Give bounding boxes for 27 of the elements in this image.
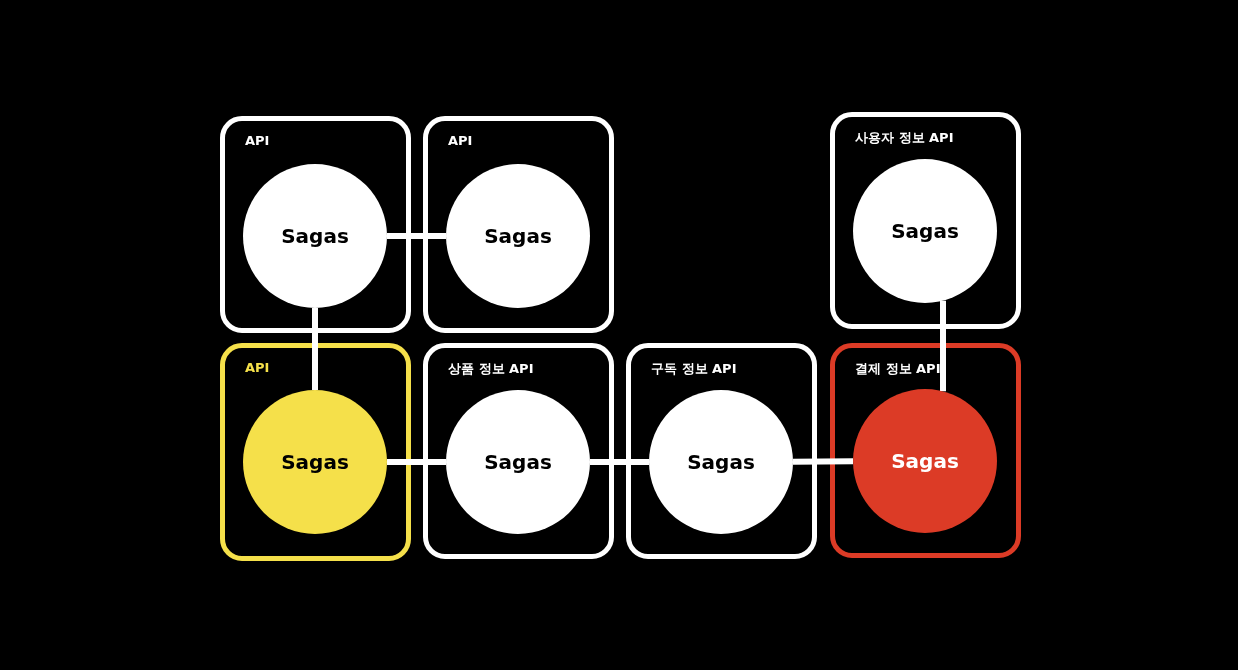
connector-line xyxy=(590,459,649,465)
box-heading: 사용자 정보 API xyxy=(855,129,954,147)
box-heading: 결제 정보 API xyxy=(855,360,941,378)
api-box xyxy=(220,116,411,333)
saga-circle: Sagas xyxy=(649,390,793,534)
connector-line xyxy=(792,458,854,465)
connector-line xyxy=(940,300,946,392)
api-box xyxy=(423,343,614,559)
saga-circle: Sagas xyxy=(243,390,387,534)
box-heading: API xyxy=(245,360,270,375)
api-box xyxy=(423,116,614,333)
api-box xyxy=(830,112,1021,329)
connector-line xyxy=(387,233,446,239)
api-box xyxy=(220,343,411,561)
box-heading: API xyxy=(245,133,270,148)
saga-circle: Sagas xyxy=(446,164,590,308)
connector-line xyxy=(387,459,446,465)
saga-circle: Sagas xyxy=(446,390,590,534)
saga-circle: Sagas xyxy=(853,389,997,533)
api-box xyxy=(626,343,817,559)
connector-line xyxy=(312,308,318,390)
api-box xyxy=(830,343,1021,558)
saga-circle: Sagas xyxy=(243,164,387,308)
box-heading: 구독 정보 API xyxy=(651,360,737,378)
saga-circle: Sagas xyxy=(853,159,997,303)
box-heading: API xyxy=(448,133,473,148)
box-heading: 상품 정보 API xyxy=(448,360,534,378)
